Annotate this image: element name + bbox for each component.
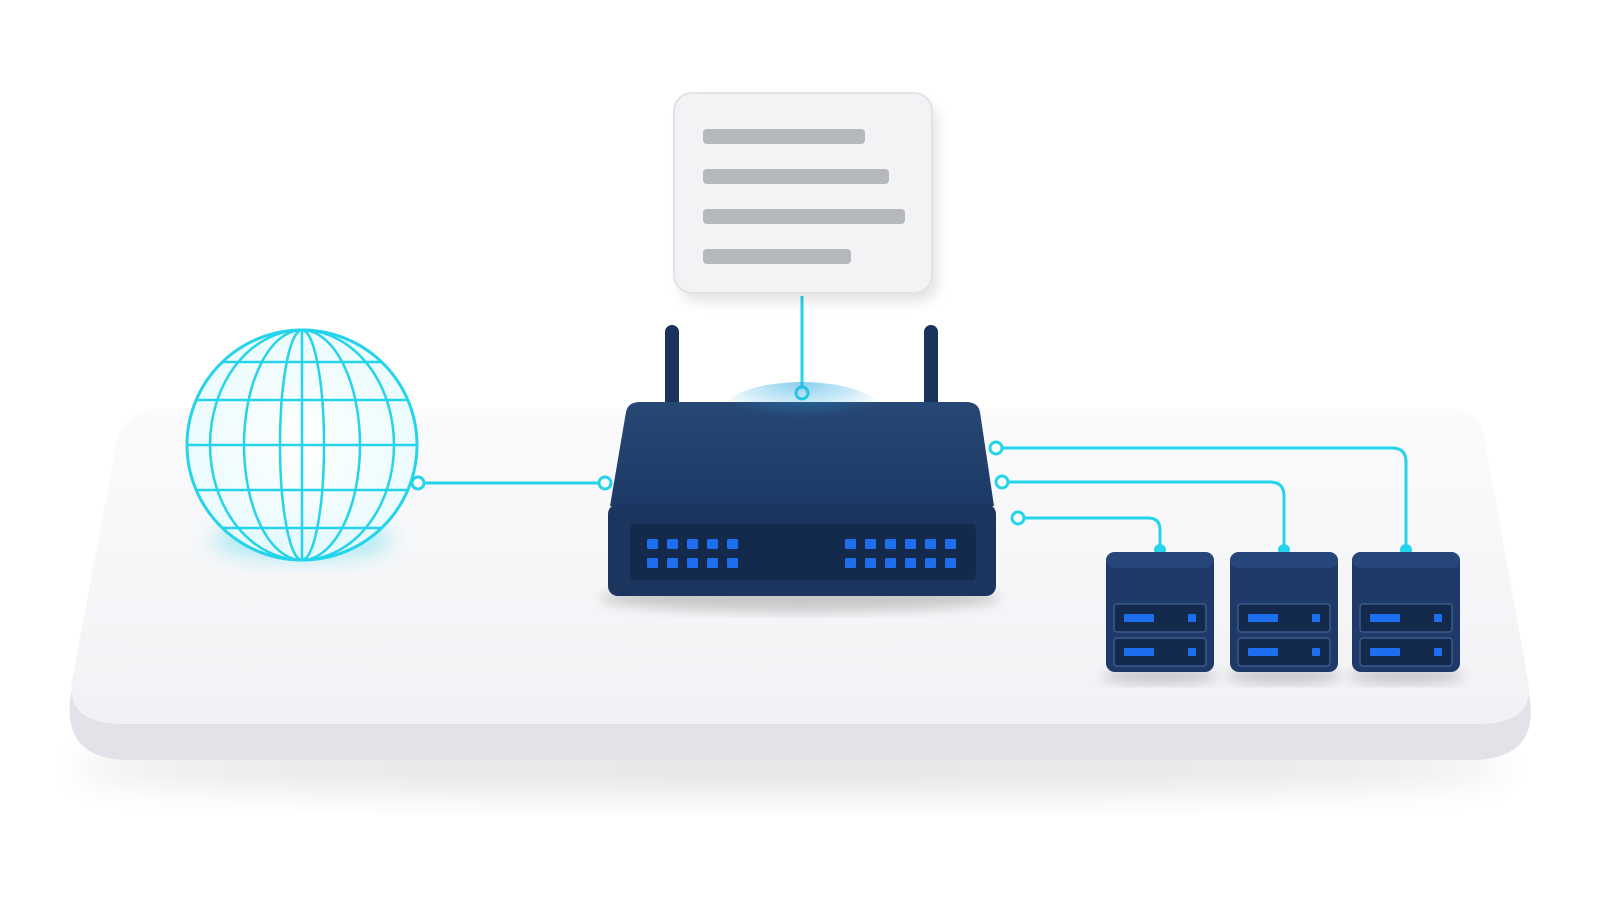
connector-dot	[988, 440, 1004, 456]
document-card-icon	[673, 92, 938, 302]
link-router-server-1	[1018, 516, 1162, 550]
server-icon	[1102, 552, 1218, 684]
connector-dot	[994, 474, 1010, 490]
antenna	[924, 325, 938, 425]
router-icon	[600, 325, 1000, 612]
globe-icon	[185, 328, 419, 562]
connections	[418, 296, 1408, 550]
antenna	[665, 325, 679, 425]
server-icon	[1348, 552, 1464, 684]
connector-dot	[1010, 510, 1026, 526]
connector-dot	[410, 475, 426, 491]
card-line	[703, 249, 851, 264]
card-line	[703, 169, 889, 184]
link-router-server-2	[1002, 480, 1286, 550]
card-line	[703, 129, 865, 144]
card-line	[703, 209, 905, 224]
port-leds	[647, 539, 956, 568]
link-router-server-3	[996, 446, 1408, 550]
connector-dot	[597, 475, 613, 491]
server-icon	[1226, 552, 1342, 684]
